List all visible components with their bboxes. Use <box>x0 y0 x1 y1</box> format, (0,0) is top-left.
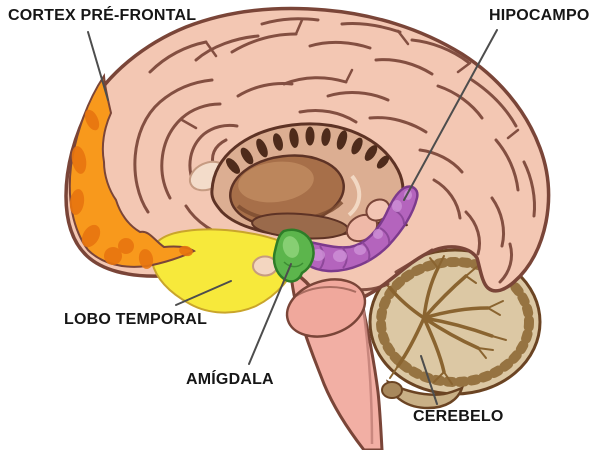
amygdala-highlight-spot <box>282 236 300 258</box>
amygdala-crease <box>283 261 304 268</box>
pons-region <box>285 278 367 338</box>
label-cerebellum: CEREBELO <box>413 408 504 425</box>
central-structures <box>188 122 409 243</box>
amygdala-highlight <box>272 228 315 283</box>
pons-line <box>295 286 357 297</box>
label-prefrontal-cortex: CORTEX PRÉ-FRONTAL <box>8 7 197 24</box>
label-amygdala: AMÍGDALA <box>186 371 274 388</box>
hippocampus-highlight <box>296 185 419 273</box>
prefrontal-cortex-shading <box>69 109 193 269</box>
pointer-line-amygdala <box>248 263 292 365</box>
prefrontal-cortex-highlight <box>68 73 197 269</box>
cerebellum-arbor-vitae <box>379 255 507 385</box>
pointer-line-prefrontal <box>87 31 109 101</box>
corpus-callosum-striations <box>225 126 390 174</box>
label-temporal-lobe: LOBO TEMPORAL <box>64 311 208 328</box>
cerebellum-rim-texture <box>376 257 534 387</box>
pointer-line-temporal <box>175 280 232 306</box>
pointer-line-cerebellum <box>420 355 438 405</box>
brainstem-inner-line <box>360 299 374 445</box>
pointer-line-hippocampus <box>403 29 498 201</box>
gyri-sulci-lines <box>133 17 536 292</box>
cerebellum-lobule <box>381 381 403 399</box>
cerebellum-tonsil <box>386 379 465 410</box>
pons-body <box>285 278 367 338</box>
label-hippocampus: HIPOCAMPO <box>489 7 590 24</box>
pointer-lines <box>87 29 498 405</box>
fornix-line <box>347 174 362 217</box>
thalamus-highlight <box>238 161 314 203</box>
